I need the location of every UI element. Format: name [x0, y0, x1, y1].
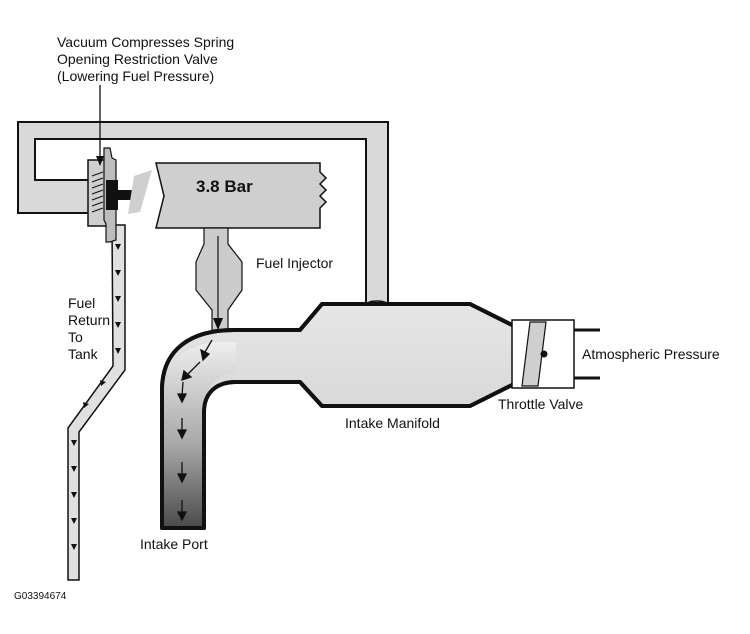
fuel-rail: 3.8 Bar: [155, 162, 328, 229]
regulator-note-line3: (Lowering Fuel Pressure): [57, 68, 214, 84]
throttle-shaft: [540, 350, 548, 358]
fuel-pressure-label: 3.8 Bar: [196, 177, 253, 196]
intake-port-label: Intake Port: [140, 536, 208, 552]
fuel-injector-label: Fuel Injector: [256, 255, 333, 271]
fuel-return-line4: Tank: [68, 346, 99, 362]
fuel-return-line: [67, 224, 126, 581]
intake-manifold-label: Intake Manifold: [345, 415, 440, 431]
pressure-regulator: [87, 147, 152, 243]
regulator-spring: [91, 171, 104, 213]
flow-arrows-intake: [176, 339, 213, 522]
fuel-return-line2: Return: [68, 312, 110, 328]
intake-port: [162, 342, 236, 528]
regulator-note-line1: Vacuum Compresses Spring: [57, 34, 234, 50]
regulator-note-line2: Opening Restriction Valve: [57, 51, 218, 67]
intake-manifold: [160, 302, 516, 530]
flow-arrows-return: [71, 244, 121, 550]
atmospheric-pressure-label: Atmospheric Pressure: [582, 346, 720, 362]
fuel-injector: [195, 227, 243, 331]
restriction-valve: [106, 180, 118, 210]
throttle-valve-label: Throttle Valve: [498, 396, 584, 412]
injector-arrow: [213, 318, 223, 330]
fuel-return-line1: Fuel: [68, 295, 95, 311]
regulator-callout: [96, 85, 104, 166]
throttle-body: [511, 319, 600, 389]
throttle-valve: [521, 321, 547, 387]
figure-id-label: G03394674: [14, 591, 67, 602]
fuel-return-line3: To: [68, 329, 83, 345]
